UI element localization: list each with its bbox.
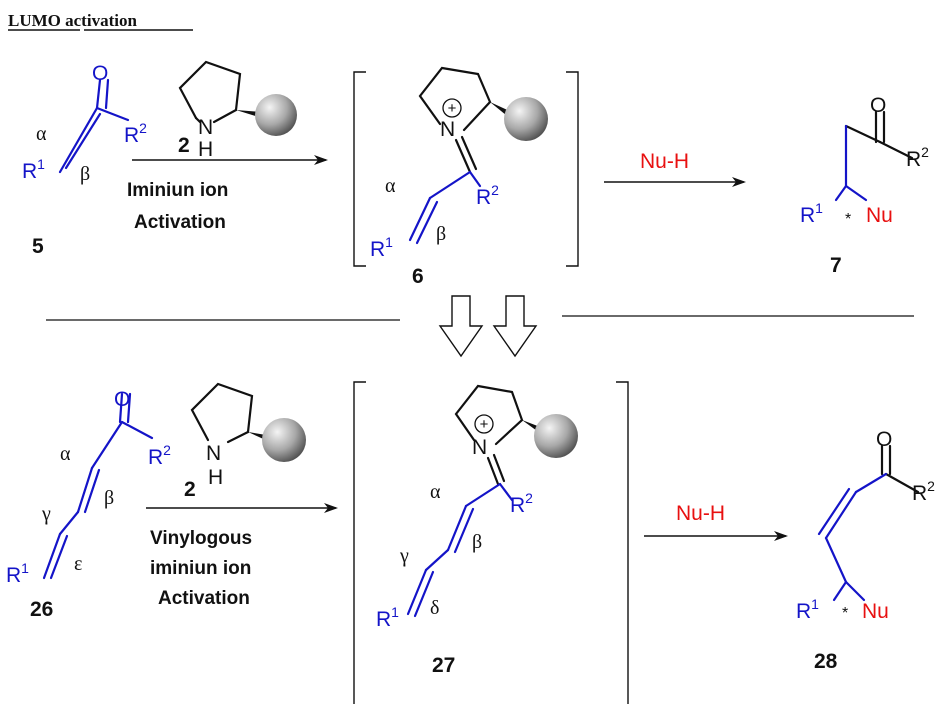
alpha-label: α: [385, 175, 396, 197]
alpha-label: α: [36, 123, 47, 145]
stereocenter-star: *: [842, 605, 848, 622]
chiral-sphere: [534, 414, 578, 458]
bracket-27: [353, 381, 629, 704]
stereocenter-star: *: [845, 211, 851, 228]
r1-label: R1: [376, 604, 399, 631]
product-7: O R2 R1 * Nu 7: [800, 94, 929, 277]
r2-label: R2: [912, 478, 935, 505]
r2-label: R2: [476, 182, 499, 209]
r1-label: R1: [796, 596, 819, 623]
delta-label: δ: [430, 597, 439, 619]
reagent-label: Nu-H: [676, 502, 725, 525]
gamma-label: γ: [399, 545, 409, 567]
chiral-sphere: [255, 94, 297, 136]
catalyst-number: 2: [178, 134, 190, 157]
chiral-sphere: [262, 418, 306, 462]
nitrogen-label: N: [440, 118, 455, 141]
oxygen-label: O: [114, 388, 130, 411]
catalyst-2-bottom: N H 2: [184, 382, 306, 501]
product-28: O R2 R1 * Nu 28: [796, 428, 935, 673]
iminium-6: N + R2 R1 α β 6: [370, 66, 548, 288]
nitrogen-label: N: [472, 436, 487, 459]
catalyst-2-top: N H 2: [178, 60, 297, 161]
beta-label: β: [472, 531, 482, 553]
r1-label: R1: [800, 200, 823, 227]
chiral-sphere: [504, 97, 548, 141]
oxygen-label: O: [92, 62, 108, 85]
compound-26: O R2 R1 α β γ ε 26: [6, 388, 171, 621]
svg-text:+: +: [480, 416, 489, 433]
epsilon-label: ε: [74, 553, 82, 575]
r1-label: R1: [370, 234, 393, 261]
alpha-label: α: [430, 481, 441, 503]
condition-line-2: iminiun ion: [150, 558, 251, 579]
hydrogen-label: H: [208, 466, 223, 489]
down-arrows: [438, 295, 538, 358]
section-title: LUMO activation: [8, 11, 193, 31]
reagent-label: Nu-H: [640, 150, 689, 173]
r2-label: R2: [906, 144, 929, 171]
svg-text:+: +: [448, 100, 457, 117]
catalyst-number: 2: [184, 478, 196, 501]
nucleophile-label: Nu: [866, 204, 893, 227]
compound-number-6: 6: [412, 265, 424, 288]
compound-number-28: 28: [814, 650, 838, 673]
condition-line-3: Activation: [158, 588, 250, 609]
compound-number-7: 7: [830, 254, 842, 277]
iminium-27: N + R2 R1 α β γ δ 27: [376, 384, 578, 677]
positive-charge: [474, 414, 494, 434]
nucleophile-label: Nu: [862, 600, 889, 623]
compound-number-26: 26: [30, 598, 53, 621]
nitrogen-label: N: [198, 116, 213, 139]
nitrogen-label: N: [206, 442, 221, 465]
r1-label: R1: [22, 156, 45, 183]
condition-line-1: Vinylogous: [150, 528, 252, 549]
positive-charge: [442, 98, 462, 118]
compound-number-27: 27: [432, 654, 455, 677]
r2-label: R2: [148, 442, 171, 469]
oxygen-label: O: [876, 428, 892, 451]
r2-label: R2: [124, 120, 147, 147]
title-text: LUMO activation: [8, 11, 137, 30]
condition-line-1: Iminiun ion: [127, 180, 228, 201]
beta-label: β: [104, 487, 114, 509]
gamma-label: γ: [41, 503, 51, 525]
hydrogen-label: H: [198, 138, 213, 161]
r1-label: R1: [6, 560, 29, 587]
compound-5: O R2 R1 α β 5: [22, 62, 147, 258]
r2-label: R2: [510, 490, 533, 517]
condition-line-2: Activation: [134, 212, 226, 233]
beta-label: β: [436, 223, 446, 245]
bracket-6: [353, 71, 579, 267]
oxygen-label: O: [870, 94, 886, 117]
compound-number-5: 5: [32, 235, 44, 258]
beta-label: β: [80, 163, 90, 185]
alpha-label: α: [60, 443, 71, 465]
